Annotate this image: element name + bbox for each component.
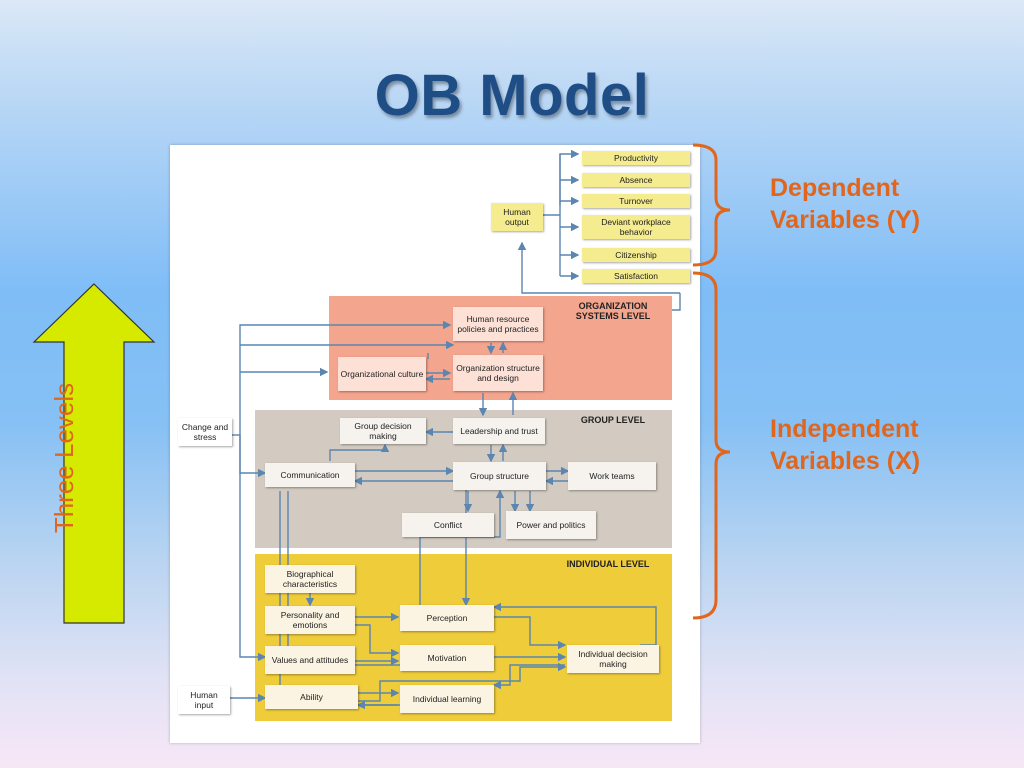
dependent-line1: Dependent [770, 174, 900, 202]
individual-decision-box: Individual decision making [567, 645, 659, 673]
human-input-box: Human input [178, 686, 230, 714]
dependent-variables-label: Dependent Variables (Y) [770, 172, 920, 236]
absence-box: Absence [582, 173, 690, 187]
slide-title: OB Model [374, 63, 650, 128]
power-politics-box: Power and politics [506, 511, 596, 539]
ability-box: Ability [265, 685, 358, 709]
independent-variables-label: Independent Variables (X) [770, 413, 920, 477]
biographical-box: Biographical characteristics [265, 565, 355, 593]
productivity-box: Productivity [582, 151, 690, 165]
org-structure-box: Organization structure and design [453, 355, 543, 391]
citizenship-box: Citizenship [582, 248, 690, 262]
human-output-box: Human output [491, 203, 543, 231]
individual-learning-box: Individual learning [400, 685, 494, 713]
deviant-behavior-box: Deviant workplace behavior [582, 215, 690, 239]
satisfaction-box: Satisfaction [582, 269, 690, 283]
motivation-box: Motivation [400, 645, 494, 671]
group-structure-box: Group structure [453, 462, 546, 490]
three-levels-label: Three Levels [49, 382, 79, 534]
independent-line1: Independent [770, 415, 919, 443]
turnover-box: Turnover [582, 194, 690, 208]
up-arrow-icon [30, 282, 158, 627]
org-level-label: ORGANIZATION SYSTEMS LEVEL [575, 301, 651, 321]
change-stress-box: Change and stress [178, 418, 232, 446]
ob-model-diagram: ORGANIZATION SYSTEMS LEVEL GROUP LEVEL I… [170, 145, 700, 743]
organizational-culture-box: Organizational culture [338, 357, 426, 391]
work-teams-box: Work teams [568, 462, 656, 490]
communication-box: Communication [265, 463, 355, 487]
leadership-trust-box: Leadership and trust [453, 418, 545, 444]
group-decision-box: Group decision making [340, 418, 426, 444]
values-attitudes-box: Values and attitudes [265, 646, 355, 674]
conflict-box: Conflict [402, 513, 494, 537]
dependent-line2: Variables (Y) [770, 206, 921, 234]
perception-box: Perception [400, 605, 494, 631]
individual-level-label: INDIVIDUAL LEVEL [566, 559, 650, 569]
independent-line2: Variables (X) [770, 447, 921, 475]
hr-policies-box: Human resource policies and practices [453, 307, 543, 341]
personality-emotions-box: Personality and emotions [265, 606, 355, 634]
group-level-label: GROUP LEVEL [580, 415, 646, 425]
bracket-icons [692, 143, 731, 620]
